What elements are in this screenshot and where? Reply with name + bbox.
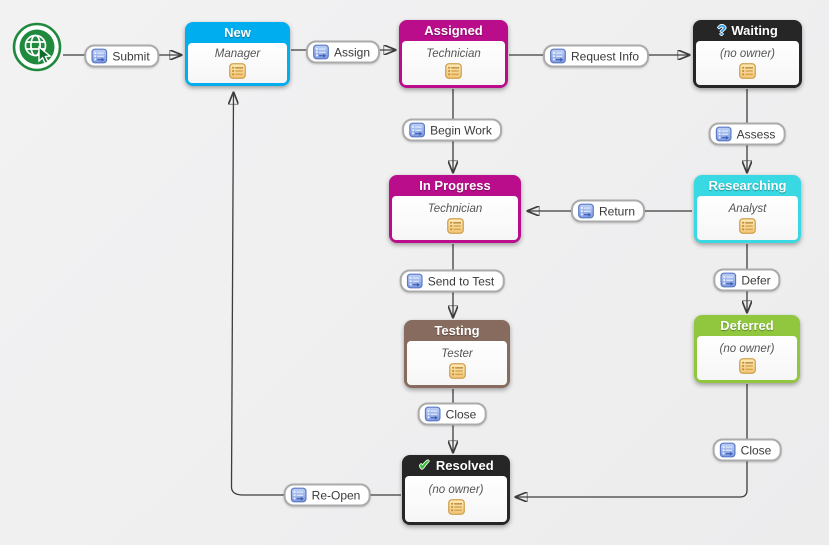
notes-icon[interactable] xyxy=(448,499,465,515)
transition-return[interactable]: Return xyxy=(570,199,646,223)
state-role: Technician xyxy=(427,203,483,215)
state-body: (no owner) xyxy=(405,476,507,522)
transition-label: Send to Test xyxy=(427,274,495,288)
transition-label: Submit xyxy=(112,49,150,63)
state-body: Technician xyxy=(402,41,505,85)
state-role: Tester xyxy=(441,348,473,360)
transition-assess[interactable]: Assess xyxy=(708,122,786,146)
list-arrow-icon xyxy=(407,274,423,289)
state-assigned[interactable]: Assigned Technician xyxy=(399,20,508,88)
state-body: (no owner) xyxy=(696,41,799,85)
state-header: ? Waiting xyxy=(696,20,799,41)
list-arrow-icon xyxy=(550,49,566,64)
list-arrow-icon xyxy=(425,407,441,422)
list-arrow-icon xyxy=(91,49,107,64)
state-title: Resolved xyxy=(435,458,494,473)
state-role: (no owner) xyxy=(719,343,775,355)
state-body: Manager xyxy=(188,43,287,83)
transition-request-info[interactable]: Request Info xyxy=(542,44,650,68)
state-header: Assigned xyxy=(402,20,505,41)
list-arrow-icon xyxy=(313,45,329,60)
start-node[interactable] xyxy=(12,22,62,72)
notes-icon[interactable] xyxy=(445,63,462,79)
globe-cursor-icon xyxy=(14,24,60,70)
transition-label: Return xyxy=(598,204,636,218)
notes-icon[interactable] xyxy=(739,63,756,79)
state-researching[interactable]: Researching Analyst xyxy=(694,175,801,243)
state-role: Analyst xyxy=(728,203,767,215)
transition-defer[interactable]: Defer xyxy=(713,268,781,292)
edge-close-defer xyxy=(516,384,748,497)
transition-label: Begin Work xyxy=(430,123,492,137)
transition-re-open[interactable]: Re-Open xyxy=(283,483,371,507)
state-body: Tester xyxy=(407,341,507,385)
notes-icon[interactable] xyxy=(739,218,756,234)
state-title: Testing xyxy=(434,323,480,338)
check-icon: ✔ xyxy=(418,457,431,474)
state-title: Assigned xyxy=(424,23,483,38)
transition-close-testing[interactable]: Close xyxy=(417,402,487,426)
notes-icon[interactable] xyxy=(229,63,246,79)
notes-icon[interactable] xyxy=(447,218,464,234)
notes-icon[interactable] xyxy=(739,358,756,374)
notes-icon[interactable] xyxy=(449,363,466,379)
transition-label: Close xyxy=(445,407,477,421)
transition-send-to-test[interactable]: Send to Test xyxy=(399,269,505,293)
state-in-progress[interactable]: In Progress Technician xyxy=(389,175,521,243)
list-arrow-icon xyxy=(291,488,307,503)
list-arrow-icon xyxy=(720,273,736,288)
state-role: (no owner) xyxy=(720,48,775,60)
transition-label: Re-Open xyxy=(311,488,361,502)
list-arrow-icon xyxy=(720,443,736,458)
state-body: Technician xyxy=(392,196,518,240)
transition-label: Assess xyxy=(736,127,776,141)
state-header: Testing xyxy=(407,320,507,341)
state-body: (no owner) xyxy=(697,336,797,380)
transition-submit[interactable]: Submit xyxy=(84,44,160,68)
list-arrow-icon xyxy=(716,127,732,142)
state-title: In Progress xyxy=(419,178,491,193)
state-header: Researching xyxy=(697,175,798,196)
list-arrow-icon xyxy=(578,204,594,219)
transition-assign[interactable]: Assign xyxy=(305,40,381,64)
transition-label: Close xyxy=(740,443,772,457)
state-header: New xyxy=(188,22,287,43)
state-new[interactable]: New Manager xyxy=(185,22,290,86)
state-role: Technician xyxy=(426,48,481,60)
transition-label: Request Info xyxy=(570,49,640,63)
state-resolved[interactable]: ✔ Resolved (no owner) xyxy=(402,455,510,525)
state-title: Waiting xyxy=(731,23,778,38)
transition-close-deferred[interactable]: Close xyxy=(712,438,782,462)
edge-re-open xyxy=(231,93,401,496)
state-deferred[interactable]: Deferred (no owner) xyxy=(694,315,800,383)
question-icon: ? xyxy=(717,22,727,39)
state-waiting[interactable]: ? Waiting (no owner) xyxy=(693,20,802,88)
state-testing[interactable]: Testing Tester xyxy=(404,320,510,388)
state-role: (no owner) xyxy=(428,484,484,496)
state-header: In Progress xyxy=(392,175,518,196)
state-title: Deferred xyxy=(720,318,774,333)
transition-begin-work[interactable]: Begin Work xyxy=(402,118,502,142)
state-header: ✔ Resolved xyxy=(405,455,507,476)
state-title: New xyxy=(224,25,251,40)
transition-label: Assign xyxy=(333,45,371,59)
state-title: Researching xyxy=(708,178,787,193)
state-role: Manager xyxy=(214,48,261,60)
list-arrow-icon xyxy=(409,123,425,138)
state-header: Deferred xyxy=(697,315,797,336)
transition-label: Defer xyxy=(741,273,771,287)
state-body: Analyst xyxy=(697,196,798,240)
